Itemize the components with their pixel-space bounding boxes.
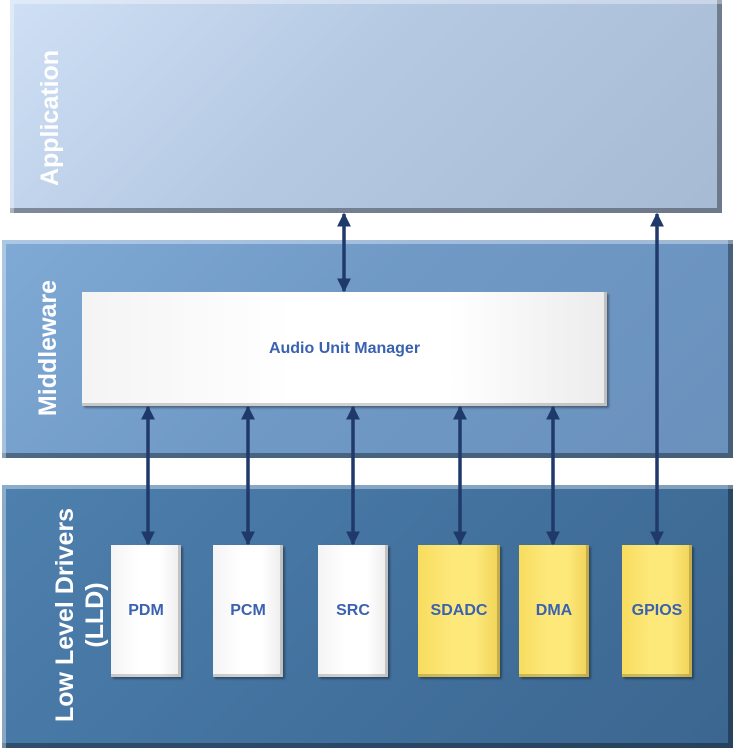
application-layer: Application — [10, 0, 722, 213]
driver-src: SRC — [318, 545, 388, 677]
driver-pcm: PCM — [213, 545, 283, 677]
driver-dma: DMA — [519, 545, 589, 677]
audio-unit-manager-block: Audio Unit Manager — [82, 292, 607, 406]
driver-sdadc: SDADC — [418, 545, 500, 677]
driver-gpios: GPIOS — [622, 545, 692, 677]
driver-pdm: PDM — [111, 545, 181, 677]
